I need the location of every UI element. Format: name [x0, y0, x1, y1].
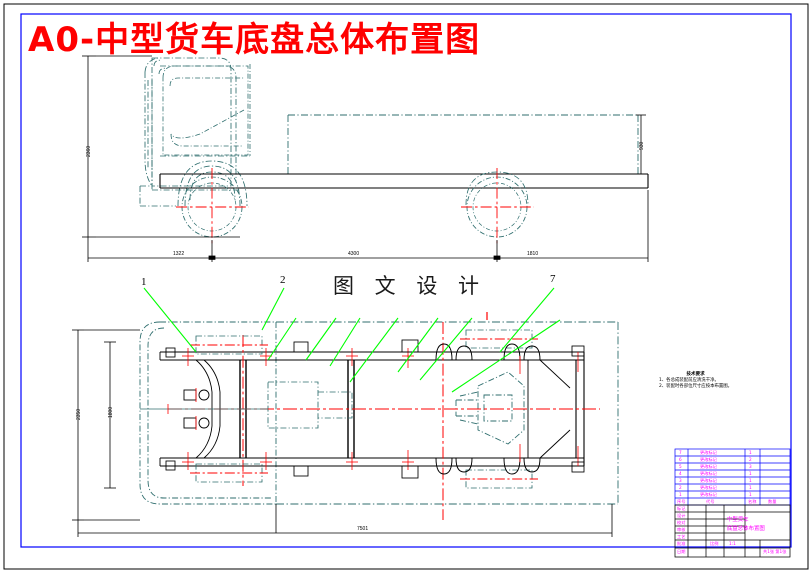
cab-plan-outline — [139, 321, 277, 505]
leader-lines — [143, 287, 561, 393]
tb-label-2: 校对 — [677, 519, 686, 525]
cab-lower-panel — [139, 155, 250, 207]
dim-label-rear-frame-height: 930 — [639, 141, 645, 150]
rev-row-1-c1: 6 — [679, 456, 682, 462]
drawing-name-line-2: 底盘总体布置图 — [727, 526, 765, 532]
dim-label-track-width: 1800 — [108, 406, 114, 418]
platform-footprint — [276, 321, 619, 505]
tb-label-4: 工艺 — [677, 533, 686, 539]
sheet-border-inner — [20, 13, 792, 548]
rev-row-0-c2: 更改标记 — [700, 449, 717, 455]
engine-gearbox-outline — [267, 381, 353, 429]
tb-scale-value: 1:1 — [729, 540, 736, 546]
frame-rail-side — [159, 173, 649, 189]
rev-row-6-c1: 1 — [679, 491, 682, 497]
rev-row-1-c3: 2 — [749, 456, 752, 462]
rev-row-0-c1: 7 — [679, 449, 682, 455]
dim-label-front-overhang: 1322 — [173, 251, 185, 257]
rev-row-7-c2: 代号 — [706, 498, 715, 504]
rev-row-7-c3: 名称 — [748, 498, 757, 504]
rear-wheel-arch — [465, 171, 529, 206]
rev-row-5-c3: 1 — [749, 484, 752, 490]
rev-row-3-c2: 更改标记 — [700, 470, 717, 476]
leader-number-2: 2 — [280, 274, 286, 286]
differential-housing — [455, 371, 525, 445]
rev-row-3-c1: 4 — [679, 470, 682, 476]
dim-cab-height — [82, 55, 240, 238]
rev-row-7-c1: 序号 — [677, 498, 686, 504]
plan-view — [72, 321, 619, 537]
watermark-text: 图 文 设 计 — [333, 274, 487, 298]
technical-notes: 技术要求 1、各总成装配前应清洗干净。 2、装配时各部位尺寸应按本布置图。 — [659, 371, 732, 389]
technical-notes-heading: 技术要求 — [686, 372, 705, 377]
leader-number-1: 1 — [141, 276, 147, 288]
sheet-border-outer — [3, 3, 809, 570]
dim-label-rear-overhang: 1810 — [527, 251, 539, 257]
tb-label-0: 标记 — [677, 505, 686, 511]
rev-row-7-c4: 数量 — [768, 498, 777, 504]
rev-row-2-c2: 更改标记 — [700, 463, 717, 469]
rev-row-6-c3: 1 — [749, 491, 752, 497]
dim-track-width — [104, 341, 116, 489]
rear-wheel-centerline — [461, 168, 534, 246]
rev-row-5-c2: 更改标记 — [700, 484, 717, 490]
dim-label-cab-height: 2360 — [86, 145, 92, 157]
rear-cross-braces — [527, 359, 571, 459]
dim-label-overall-length: 7501 — [357, 526, 369, 532]
rev-row-3-c3: 1 — [749, 470, 752, 476]
rev-row-6-c2: 更改标记 — [700, 491, 717, 497]
revision-table — [674, 448, 791, 506]
wheel-footprint-centerlines — [190, 338, 538, 480]
drawing-name-line-1: 中型货车 — [727, 517, 749, 523]
tb-scale-label: 比例 — [710, 540, 719, 546]
rev-row-2-c3: 3 — [749, 463, 752, 469]
dim-overall-width — [72, 329, 140, 521]
tb-label-3: 审核 — [677, 526, 686, 532]
technical-notes-item-1: 1、各总成装配前应清洗干净。 — [659, 378, 719, 383]
front-wheel-arch — [177, 160, 248, 207]
dim-chain-horizontal — [87, 190, 649, 262]
dim-label-overall-width: 2350 — [76, 408, 82, 420]
rev-row-4-c3: 1 — [749, 477, 752, 483]
tb-label-5: 批准 — [677, 540, 686, 546]
rev-row-0-c3: 1 — [749, 449, 752, 455]
cab-window — [162, 64, 251, 156]
tb-sheet-count: 共1张 第1张 — [763, 548, 787, 554]
rail-brackets — [165, 339, 585, 479]
side-view — [82, 55, 649, 262]
technical-notes-item-2: 2、装配时各部位尺寸应按本布置图。 — [659, 384, 733, 389]
title-block — [674, 448, 791, 558]
tb-label-1: 设计 — [677, 512, 686, 518]
frame-rails-plan — [160, 351, 585, 467]
main-title-block — [674, 504, 791, 558]
front-wheel-centerline — [176, 168, 249, 246]
dim-label-wheelbase: 4300 — [348, 251, 360, 257]
page-title: A0-中型货车底盘总体布置图 — [28, 20, 481, 60]
rev-row-4-c1: 3 — [679, 477, 682, 483]
rear-suspension — [435, 343, 541, 475]
rev-row-2-c1: 5 — [679, 463, 682, 469]
rev-row-4-c2: 更改标记 — [700, 477, 717, 483]
dim-rear-frame-height — [636, 114, 646, 175]
leader-number-7: 7 — [550, 273, 556, 285]
dim-overall-length — [77, 504, 613, 537]
rev-row-1-c2: 更改标记 — [700, 456, 717, 462]
cargo-platform-outline — [287, 114, 639, 174]
rev-row-5-c1: 2 — [679, 484, 682, 490]
tb-label-6: 日期 — [677, 548, 686, 554]
